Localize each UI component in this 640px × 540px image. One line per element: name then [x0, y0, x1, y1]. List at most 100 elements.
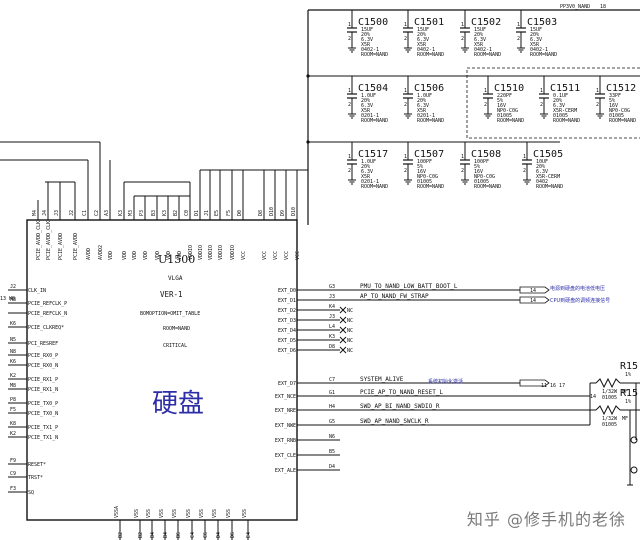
decoupling-group-box [466, 67, 640, 139]
nc-label: NC [347, 308, 353, 314]
cap-line2: 6.3V [530, 37, 542, 43]
left-pin-num: J2 [10, 284, 16, 290]
cap-pin2: 2 [484, 102, 487, 108]
cap-ref: C1501 [414, 17, 444, 28]
right-pin-name: EXT_NWE [275, 423, 296, 429]
cap-line4: 01005 [609, 113, 624, 119]
top-pin-num: C2 [94, 210, 100, 216]
cap-line3: X5R [530, 42, 540, 48]
cap-pin2: 2 [348, 102, 351, 108]
top-pin-name: PCIE_AVDD [58, 233, 64, 260]
right-pin-num: B5 [329, 449, 335, 455]
bottom-pins: VSSAB2VSSB2VSSB4VSSB4VSSB6VSSC4VSSC6VSSD… [114, 506, 252, 540]
ic-bom-option: BOMOPTION=OMIT_TABLE [140, 311, 200, 317]
cap-pin2: 2 [404, 168, 407, 174]
cap-pin2: 2 [523, 168, 526, 174]
top-pin-num: D10 [269, 207, 275, 216]
cap-ref: C1507 [414, 149, 444, 160]
cap-pin1: 1 [348, 22, 351, 28]
cap-line3: X5R [417, 42, 427, 48]
cap-line2: 16V [609, 103, 618, 109]
right-pin-net: PCIE_AP_TO_NAND_RESET_L [360, 389, 443, 396]
bottom-pin-name: VSS [186, 509, 192, 518]
top-pin-num: D1 [194, 210, 200, 216]
top-pin-name: VDD [108, 251, 114, 260]
cap-value: 1.0UF [361, 159, 376, 165]
bottom-pin-num: B4 [163, 532, 169, 538]
cap-line3: X5R-CERM [553, 108, 577, 114]
right-pin-num: K3 [329, 334, 335, 340]
top-pin-name: VCC [273, 251, 279, 260]
cap-line4: 0402-1 [530, 47, 548, 53]
bottom-pin-num: B4 [150, 532, 156, 538]
cap-line1: 20% [361, 32, 370, 38]
right-pin-net: PMU_TO_NAND_LOW_BATT_BOOT_L [360, 283, 458, 290]
cap-ref: C1503 [527, 17, 557, 28]
resistor-package: 01005 [602, 422, 617, 428]
right-pin-num: G3 [329, 284, 335, 290]
cap-line4: 01005 [417, 179, 432, 185]
cap-line1: 5% [417, 164, 423, 170]
top-pin-num: D10 [291, 207, 297, 216]
top-pin-num: M3 [128, 210, 134, 216]
cap-line3: NP0-C0G [417, 174, 438, 180]
left-pin-name: PCIE_TX1_P [28, 425, 58, 431]
cap-line5: ROOM=NAND [361, 118, 388, 124]
right-pin-name: EXT_D3 [278, 318, 296, 324]
right-pin-num: K4 [329, 304, 335, 310]
right-pin-name: EXT_D7 [278, 381, 296, 387]
cap-pin1: 1 [404, 22, 407, 28]
right-pin-name: EXT_RNB [275, 438, 296, 444]
top-pin-name: VDDIO [218, 245, 224, 260]
cap-value: 100PF [474, 159, 489, 165]
cap-line1: 20% [530, 32, 539, 38]
note-system-alive: 系统初始化激活 [428, 378, 463, 385]
rail-sheet-ref: 18 [600, 4, 606, 10]
left-pin-num: C9 [10, 471, 16, 477]
bottom-pin-name: VSS [242, 509, 248, 518]
bottom-pin: VSS B4 [146, 509, 156, 540]
capacitor-C1511: 12C15110.1UF20%6.3VX5R-CERM01005ROOM=NAN… [539, 76, 580, 124]
top-pin-num: P3 [139, 210, 145, 216]
cap-line5: ROOM=NAND [474, 184, 501, 190]
cap-line2: 6.3V [361, 37, 373, 43]
left-pin-name: PCIE_REFCLK_N [28, 311, 67, 317]
cap-line2: 6.3V [361, 103, 373, 109]
cap-ref: C1512 [606, 83, 636, 94]
right-pin-num: G5 [329, 419, 335, 425]
top-pin-num: M4 [32, 210, 38, 216]
ic-package: VLGA [168, 275, 183, 282]
cap-line5: ROOM=NAND [497, 118, 524, 124]
cap-value: 1.0UF [417, 93, 432, 99]
cap-value: 15UF [530, 27, 542, 33]
left-pin-num: N8 [10, 349, 16, 355]
resistor-ref: R15 [620, 388, 638, 399]
top-pin-num: J3 [54, 210, 60, 216]
cap-line5: ROOM=NAND [553, 118, 580, 124]
left-pin-num: F5 [10, 407, 16, 413]
cap-value: 15UF [417, 27, 429, 33]
top-pin-name: VCC [295, 251, 301, 260]
cap-pin2: 2 [348, 36, 351, 42]
ic-label-cn: 硬盘 [152, 389, 204, 419]
bottom-pin-name: VSS [146, 509, 152, 518]
cap-pin1: 1 [484, 88, 487, 94]
resistor-tol: 1% [625, 399, 631, 405]
